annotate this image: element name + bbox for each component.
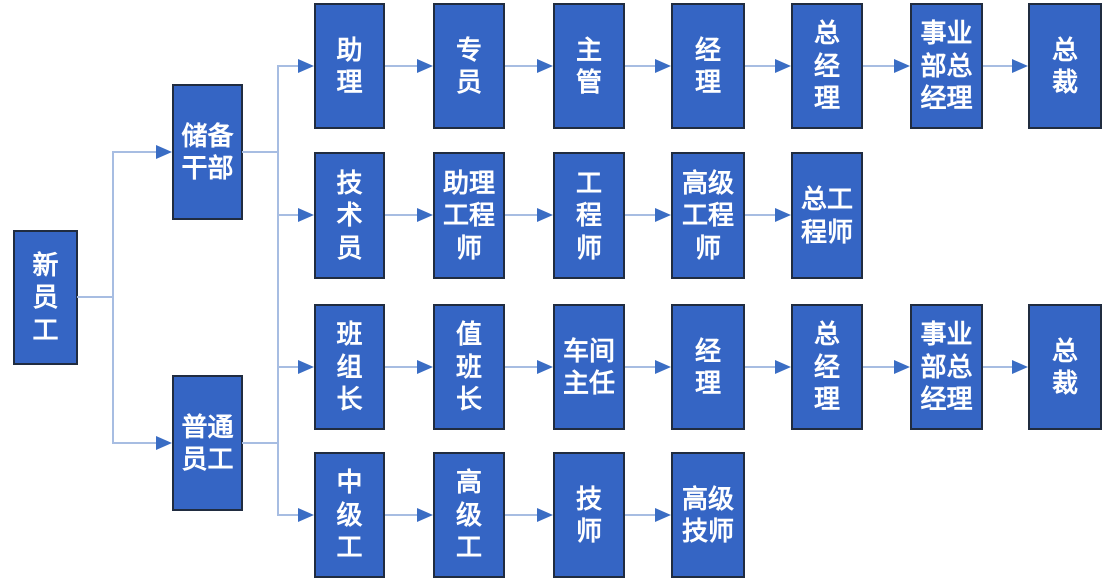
connector-arrow (625, 508, 671, 522)
connector-line (242, 151, 279, 153)
connector-arrow (385, 208, 433, 222)
node-shift-leader: 值 班 长 (433, 304, 505, 430)
connector-arrow (505, 59, 553, 73)
node-supervisor: 主 管 (553, 3, 625, 129)
connector-line (277, 65, 279, 516)
node-ordinary-employee: 普通 员工 (172, 375, 243, 511)
connector-arrow (745, 208, 791, 222)
connector-arrow (278, 508, 314, 522)
node-specialist: 专 员 (433, 3, 505, 129)
connector-arrow (385, 508, 433, 522)
node-team-leader: 班 组 长 (314, 304, 385, 430)
connector-arrow (863, 360, 910, 374)
node-assistant-engineer: 助理 工程 师 (433, 152, 505, 279)
connector-arrow (505, 508, 553, 522)
connector-arrow (505, 208, 553, 222)
node-general-manager-b: 总 经 理 (791, 304, 863, 430)
node-division-general-manager-b: 事业 部总 经理 (910, 304, 983, 430)
node-workshop-director: 车间 主任 (553, 304, 625, 430)
connector-arrow (625, 59, 671, 73)
connector-arrow (625, 360, 671, 374)
node-president-a: 总 裁 (1028, 3, 1102, 129)
node-reserve-cadre: 储备 干部 (172, 84, 243, 220)
node-intermediate-worker: 中 级 工 (314, 452, 385, 578)
connector-arrow (385, 59, 433, 73)
connector-arrow (983, 59, 1028, 73)
connector-line (112, 151, 114, 444)
node-technician: 技 术 员 (314, 152, 385, 279)
node-manager-a: 经 理 (671, 3, 745, 129)
connector-line (242, 442, 279, 444)
node-engineer: 工 程 师 (553, 152, 625, 279)
node-division-general-manager-a: 事业 部总 经理 (910, 3, 983, 129)
node-general-manager-a: 总 经 理 (791, 3, 863, 129)
node-senior-technician-master: 高级 技师 (671, 452, 745, 578)
node-manager-b: 经 理 (671, 304, 745, 430)
node-chief-engineer: 总工 程师 (791, 152, 863, 279)
connector-arrow (505, 360, 553, 374)
connector-arrow (385, 360, 433, 374)
node-assistant: 助 理 (314, 3, 385, 129)
node-new-employee: 新 员 工 (13, 230, 78, 365)
connector-arrow (983, 360, 1028, 374)
connector-arrow (113, 436, 172, 450)
connector-arrow (278, 59, 314, 73)
connector-arrow (863, 59, 910, 73)
connector-arrow (278, 360, 314, 374)
connector-arrow (745, 59, 791, 73)
connector-arrow (278, 208, 314, 222)
node-senior-worker: 高 级 工 (433, 452, 505, 578)
node-technician-master: 技 师 (553, 452, 625, 578)
connector-arrow (625, 208, 671, 222)
node-president-b: 总 裁 (1028, 304, 1102, 430)
connector-arrow (745, 360, 791, 374)
node-senior-engineer: 高级 工程 师 (671, 152, 745, 279)
connector-arrow (113, 145, 172, 159)
connector-line (77, 296, 114, 298)
